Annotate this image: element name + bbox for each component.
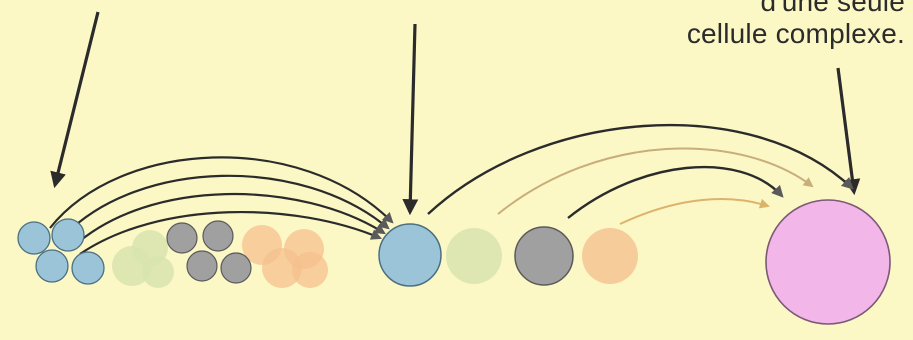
arc-orange-to-pink: [620, 199, 768, 224]
pointer-arrow-left: [55, 12, 98, 185]
cell-cluster-left: [18, 219, 328, 288]
cell-gray: [187, 251, 217, 281]
cell-blue: [18, 222, 50, 254]
cell-gray: [203, 221, 233, 251]
caption-line-2: cellule complexe.: [687, 18, 905, 50]
complex-cell-pink: [766, 200, 890, 324]
pointer-arrow-middle: [410, 24, 415, 212]
arc-blue-to-pink: [428, 125, 852, 214]
cell-blue: [72, 252, 104, 284]
single-cell-orange: [582, 228, 638, 284]
arc-1: [50, 157, 392, 228]
pointer-arrow-right: [838, 68, 854, 192]
cell-blue: [36, 250, 68, 282]
cell-gray: [167, 223, 197, 253]
single-cell-blue: [379, 224, 441, 286]
arc-gray-to-pink: [568, 167, 782, 218]
cell-gray: [221, 253, 251, 283]
cell-blue: [52, 219, 84, 251]
caption-complex-cell: d'une seule cellule complexe.: [687, 0, 905, 50]
single-cell-green: [446, 228, 502, 284]
cell-green: [142, 256, 174, 288]
caption-line-1: d'une seule: [687, 0, 905, 18]
cell-orange: [292, 252, 328, 288]
single-cell-gray: [515, 227, 573, 285]
